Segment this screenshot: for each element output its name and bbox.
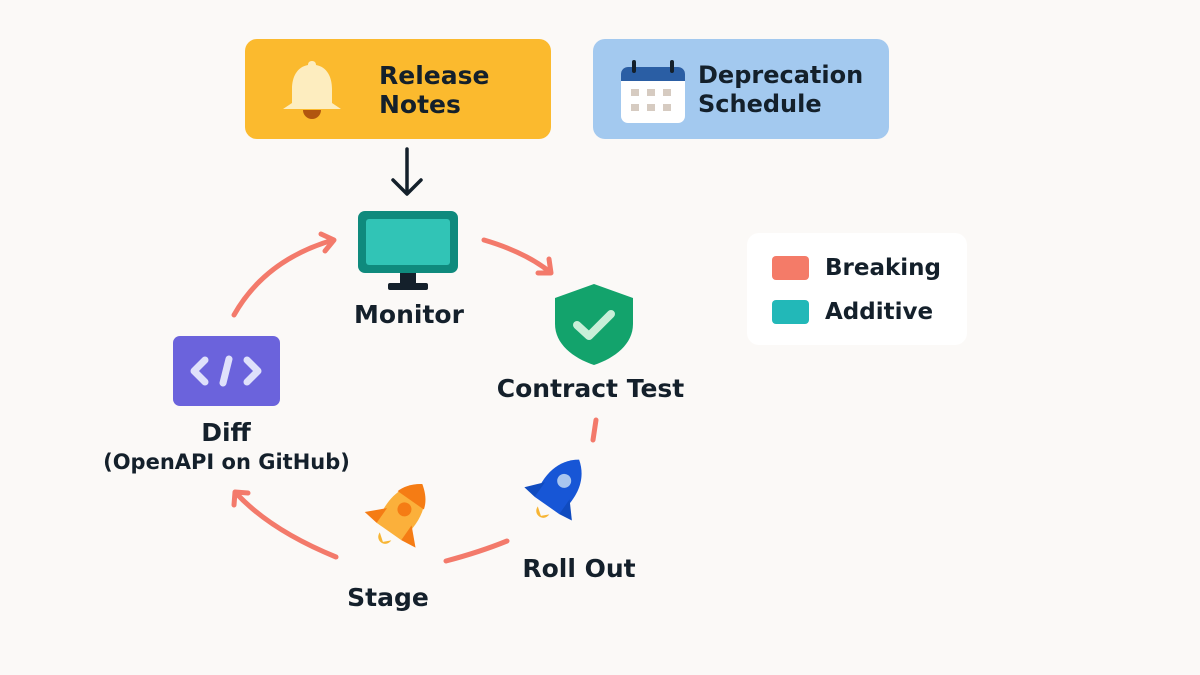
breaking-swatch [772, 256, 809, 280]
arrow-stage-to-diff [233, 490, 339, 560]
bell-icon [283, 61, 341, 119]
additive-swatch [772, 300, 809, 324]
legend-label: Additive [825, 299, 934, 325]
diff-label: Diff [201, 418, 251, 447]
deprecation-schedule-label: Deprecation Schedule [698, 61, 864, 118]
arrowhead [318, 231, 337, 254]
arrow-diff-to-monitor [231, 237, 336, 318]
shield-check-icon [555, 284, 633, 365]
release-notes-card: Release Notes [245, 39, 551, 139]
legend-label: Breaking [825, 255, 942, 281]
diff-sublabel: (OpenAPI on GitHub) [103, 450, 350, 474]
down-arrow [391, 147, 423, 196]
roll-out-label: Roll Out [522, 554, 636, 583]
arrowhead [231, 489, 251, 508]
connector-contract-to-rollout [590, 417, 599, 443]
release-notes-label: Release Notes [379, 61, 490, 119]
deprecation-schedule-card: Deprecation Schedule [593, 39, 889, 139]
monitor-icon [358, 211, 458, 290]
arrowhead [535, 256, 554, 276]
legend-item-breaking: Breaking [772, 255, 941, 281]
code-icon [173, 336, 280, 406]
calendar-icon [621, 60, 685, 123]
stage-label: Stage [347, 583, 429, 612]
monitor-label: Monitor [354, 300, 464, 329]
contract-test-label: Contract Test [496, 374, 685, 403]
legend-item-additive: Additive [772, 299, 933, 325]
legend: Breaking Additive [747, 233, 967, 345]
rocket-icon [364, 483, 426, 548]
arrow-monitor-to-contract [481, 237, 553, 275]
connector-rollout-to-stage [443, 538, 510, 564]
rocket-icon [524, 459, 582, 521]
